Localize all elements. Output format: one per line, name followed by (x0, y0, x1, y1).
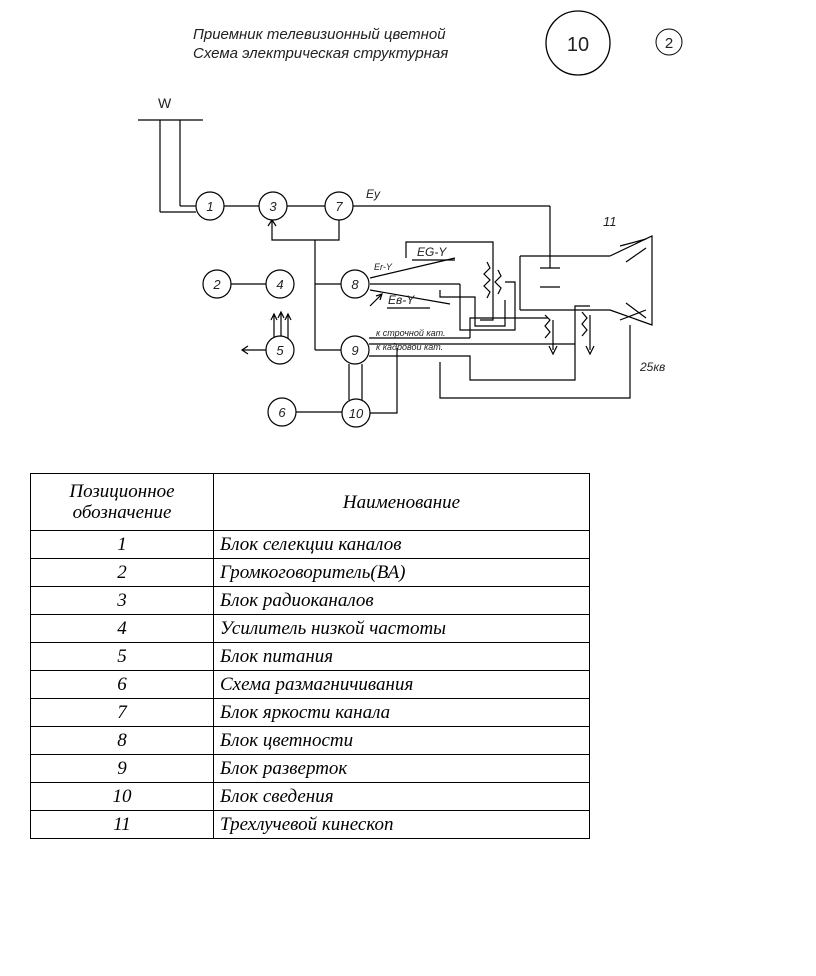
row-name: Блок яркости канала (213, 698, 590, 727)
row-position: 1 (30, 530, 214, 559)
row-position: 5 (30, 642, 214, 671)
signal-ey: Ey (366, 187, 381, 201)
block-8 (340, 269, 370, 299)
row-name: Блок селекции каналов (213, 530, 590, 559)
kinescope-label: 11 (603, 214, 617, 229)
signal-line-scan: к строчной кат. (376, 328, 446, 338)
block-6 (267, 397, 297, 427)
row-name: Блок цветности (213, 726, 590, 755)
row-name: Схема размагничивания (213, 670, 590, 699)
block-10 (341, 398, 371, 428)
signal-hv: 25кв (639, 360, 665, 374)
row-position: 3 (30, 586, 214, 615)
signal-eb-y: Eв-Y (388, 293, 415, 307)
signal-eg-y: EG-Y (417, 245, 447, 259)
row-position: 2 (30, 558, 214, 587)
sheet-number-badge: 10 (545, 10, 611, 76)
row-name: Блок сведения (213, 782, 590, 811)
structural-diagram: Приемник телевизионный цветной Схема эле… (138, 10, 683, 428)
block-label-7: 7 (335, 199, 343, 214)
row-name: Блок питания (213, 642, 590, 671)
diagram-title-line2: Схема электрическая структурная (193, 45, 448, 62)
row-position: 9 (30, 754, 214, 783)
block-4 (265, 269, 295, 299)
row-name: Трехлучевой кинескоп (213, 810, 590, 839)
block-7 (324, 191, 354, 221)
block-label-8: 8 (351, 277, 359, 292)
signal-frame-scan: к кадровой кат. (376, 342, 443, 352)
row-position: 6 (30, 670, 214, 699)
page-number-badge: 2 (655, 28, 683, 56)
antenna-label: W (158, 95, 172, 111)
diagram-title-line1: Приемник телевизионный цветной (193, 26, 446, 43)
block-label-1: 1 (206, 199, 213, 214)
sheet-number: 10 (567, 34, 589, 56)
row-name: Блок радиоканалов (213, 586, 590, 615)
page-number: 2 (665, 35, 673, 52)
block-5 (265, 335, 295, 365)
legend-header-row: Позиционное обозначение Наименование (30, 473, 590, 531)
row-name: Блок разверток (213, 754, 590, 783)
block-label-10: 10 (349, 406, 364, 421)
header-name: Наименование (213, 473, 590, 531)
signal-er-y: Er-Y (374, 262, 393, 272)
row-position: 11 (30, 810, 214, 839)
block-label-6: 6 (278, 405, 286, 420)
row-position: 8 (30, 726, 214, 755)
row-name: Усилитель низкой частоты (213, 614, 590, 643)
row-position: 10 (30, 782, 214, 811)
block-label-3: 3 (269, 199, 277, 214)
block-label-9: 9 (351, 343, 358, 358)
block-label-4: 4 (276, 277, 283, 292)
block-label-2: 2 (212, 277, 221, 292)
block-2 (202, 269, 232, 299)
row-position: 4 (30, 614, 214, 643)
block-9 (340, 335, 370, 365)
block-3 (258, 191, 288, 221)
row-position: 7 (30, 698, 214, 727)
block-label-5: 5 (276, 343, 284, 358)
header-position: Позиционное обозначение (30, 473, 214, 531)
block-1 (195, 191, 225, 221)
row-name: Громкоговоритель(ВА) (213, 558, 590, 587)
